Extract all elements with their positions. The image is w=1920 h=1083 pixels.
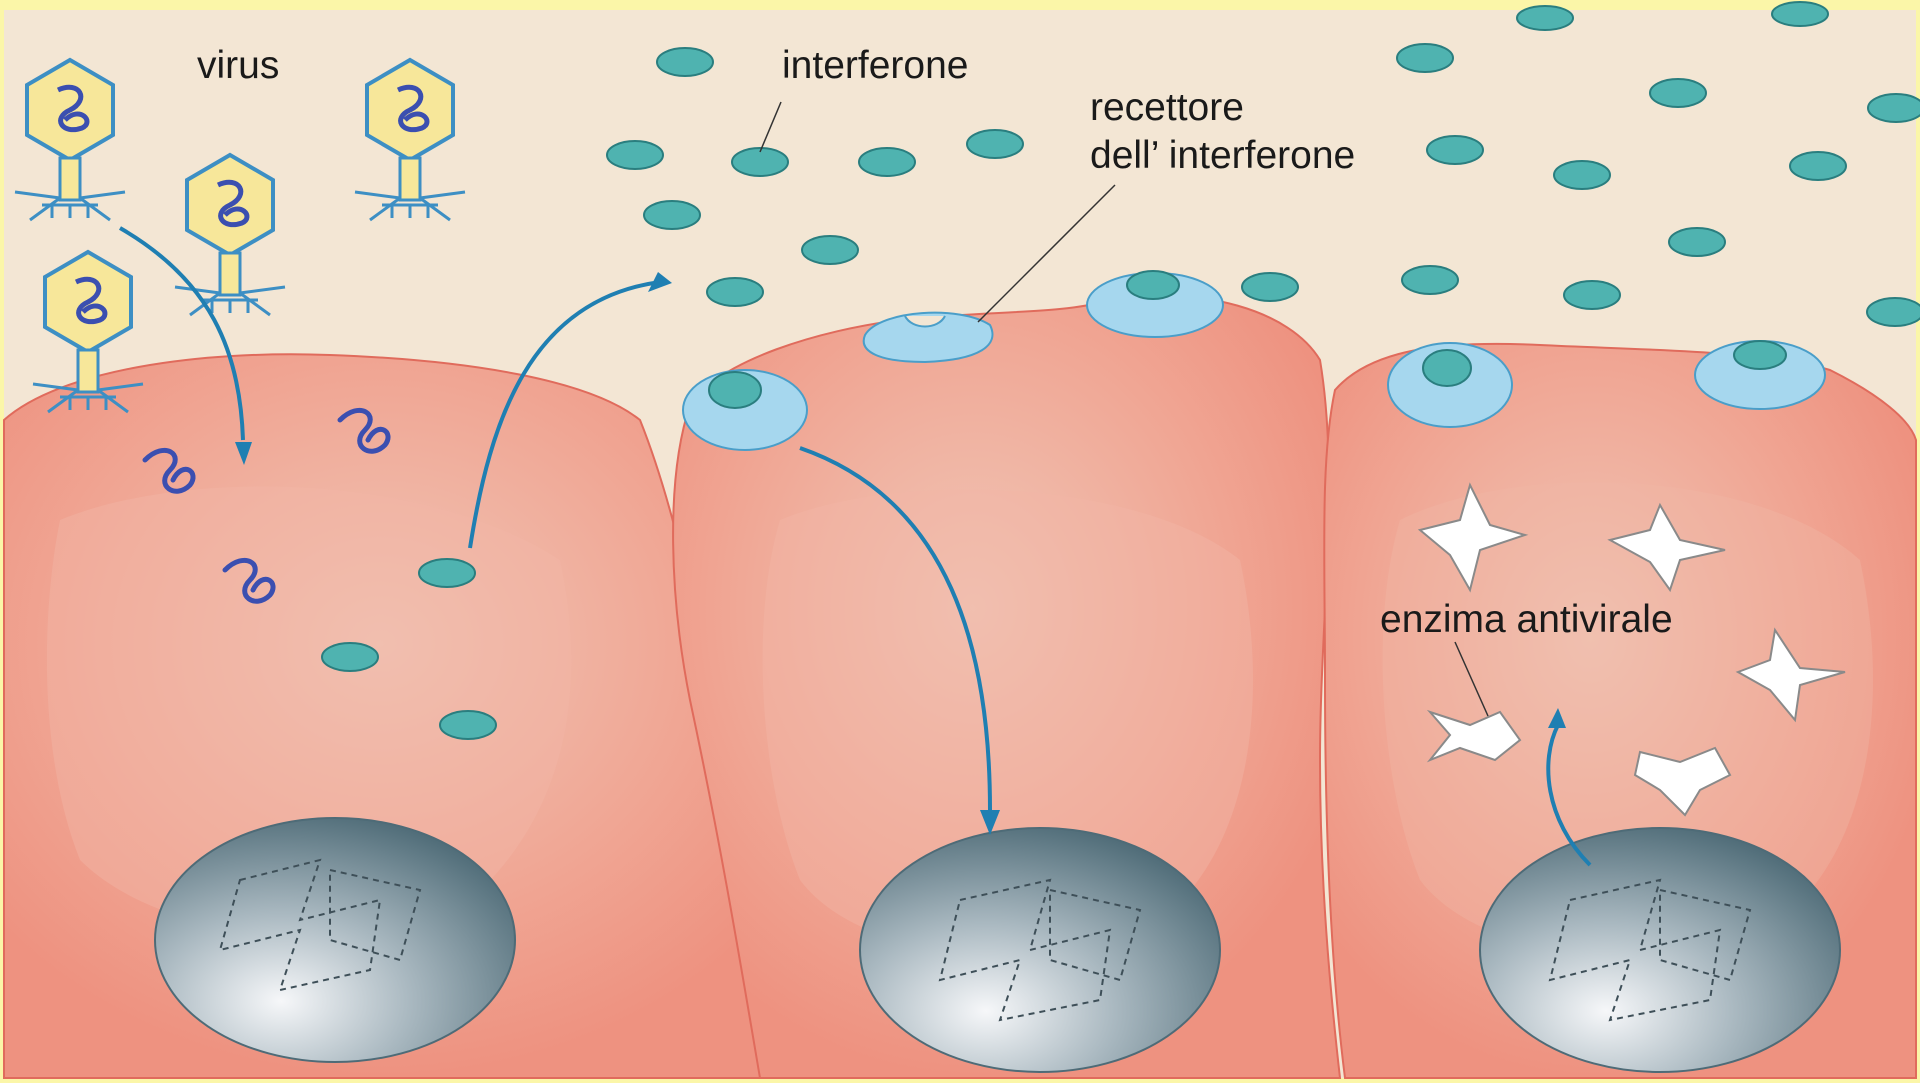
- interferon-molecule: [1867, 298, 1920, 326]
- interferon-molecule: [802, 236, 858, 264]
- label-receptor-line1: recettore: [1090, 86, 1244, 129]
- label-enzyme: enzima antivirale: [1380, 598, 1673, 641]
- label-interferon: interferone: [782, 44, 968, 87]
- interferon-molecule: [1127, 271, 1179, 299]
- interferon-molecule: [1242, 273, 1298, 301]
- interferon-molecule: [1517, 6, 1573, 30]
- interferon-molecule: [657, 48, 713, 76]
- interferon-molecule: [1427, 136, 1483, 164]
- nucleus-1: [155, 818, 515, 1062]
- interferon-molecule: [707, 278, 763, 306]
- interferon-molecule: [1423, 350, 1471, 386]
- interferon-molecule: [1402, 266, 1458, 294]
- interferon-molecule: [732, 148, 788, 176]
- interferon-molecule: [322, 643, 378, 671]
- interferon-molecule: [1564, 281, 1620, 309]
- interferon-molecule: [1554, 161, 1610, 189]
- label-virus: virus: [197, 44, 279, 87]
- interferon-molecule: [419, 559, 475, 587]
- interferon-molecule: [1650, 79, 1706, 107]
- interferon-molecule: [859, 148, 915, 176]
- interferon-molecule: [967, 130, 1023, 158]
- label-receptor-line2: dell’ interferone: [1090, 134, 1355, 177]
- interferon-molecule: [644, 201, 700, 229]
- interferon-molecule: [709, 372, 761, 408]
- interferon-molecule: [1772, 2, 1828, 26]
- interferon-molecule: [1734, 341, 1786, 369]
- interferon-molecule: [1669, 228, 1725, 256]
- interferon-molecule: [1868, 94, 1920, 122]
- nucleus-2: [860, 828, 1220, 1072]
- interferon-molecule: [440, 711, 496, 739]
- interferon-molecule: [1790, 152, 1846, 180]
- interferon-molecule: [607, 141, 663, 169]
- interferon-molecule: [1397, 44, 1453, 72]
- nucleus-3: [1480, 828, 1840, 1072]
